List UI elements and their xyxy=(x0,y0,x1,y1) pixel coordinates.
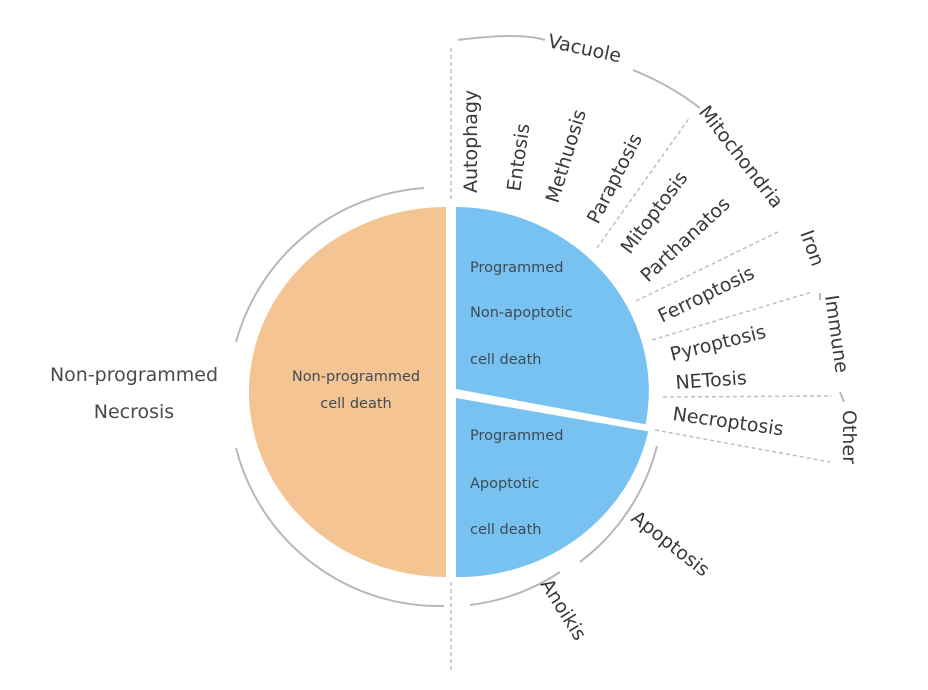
group-vacuole: Vacuole xyxy=(546,30,623,67)
non-programmed-necrosis-label-1: Non-programmed xyxy=(50,364,218,386)
necrosis-arc-upper xyxy=(235,187,425,343)
dividers xyxy=(450,48,833,672)
necrosis-arc-lower xyxy=(235,447,445,608)
apoptotic-label-1: Programmed xyxy=(470,428,563,444)
vacuole-arc xyxy=(457,35,546,41)
divider-other-bottom xyxy=(654,429,831,463)
divider-mito-iron xyxy=(635,230,781,302)
non-programmed-half-label-1: Non-programmed xyxy=(292,369,420,385)
non-apoptotic-label-3: cell death xyxy=(470,352,541,368)
divider-immune-other xyxy=(662,395,833,398)
vacuole-arc-2 xyxy=(632,69,701,109)
non-programmed-half-label-2: cell death xyxy=(320,396,391,412)
mechanism-netosis: NETosis xyxy=(675,367,748,394)
non-programmed-necrosis-label-2: Necrosis xyxy=(94,401,174,423)
divider-vacuole-mito xyxy=(596,116,691,249)
mechanism-entosis: Entosis xyxy=(503,122,534,193)
mechanism-pyroptosis: Pyroptosis xyxy=(668,321,768,366)
apoptosis-arc xyxy=(579,445,658,563)
apoptotic-label-2: Apoptotic xyxy=(470,476,539,492)
mechanism-necroptosis: Necroptosis xyxy=(671,403,785,440)
mechanism-autophagy: Autophagy xyxy=(460,90,482,193)
mechanism-methuosis: Methuosis xyxy=(542,107,591,206)
apoptotic-quadrant xyxy=(456,398,649,578)
non-programmed-half xyxy=(249,207,446,577)
apoptotic-label-3: cell death xyxy=(470,522,541,538)
non-apoptotic-quadrant xyxy=(456,207,649,425)
mechanism-ferroptosis: Ferroptosis xyxy=(655,262,758,327)
non-apoptotic-label-2: Non-apoptotic xyxy=(470,305,573,321)
mechanism-paraptosis: Paraptosis xyxy=(583,130,647,227)
anoikis-arc xyxy=(469,571,561,606)
group-immune: Immune xyxy=(820,294,853,375)
mechanism-anoikis: Anoikis xyxy=(536,575,591,644)
group-mitochondria: Mitochondria xyxy=(694,102,787,213)
mechanism-apoptosis: Apoptosis xyxy=(627,507,714,582)
group-iron: Iron xyxy=(795,227,828,269)
immune-other-arc xyxy=(839,391,845,403)
non-apoptotic-label-1: Programmed xyxy=(470,260,563,276)
group-other: Other xyxy=(838,410,860,464)
